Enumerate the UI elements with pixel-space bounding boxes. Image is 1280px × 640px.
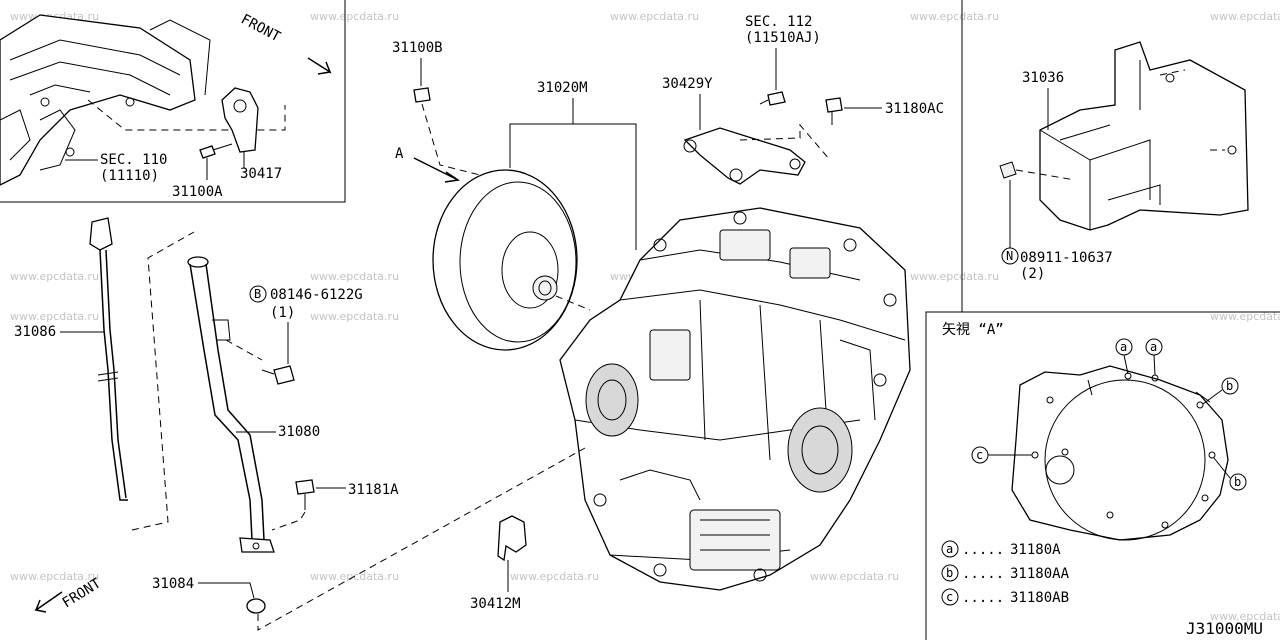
part-31020M-label: 31020M [537,80,588,96]
dipstick-31086: 31086 [14,217,195,531]
watermark: www.epcdata.ru [910,10,999,23]
bolt-08146-6122G: B 08146-6122G (1) [225,285,363,385]
sec112-code-label: (11510AJ) [745,30,821,46]
part-31180AC-label: 31180AC [885,101,944,117]
legend-dots: ..... [962,566,1004,582]
view-a-frame [925,311,1280,640]
sec110-label: SEC. 110 [100,152,167,168]
watermark: www.epcdata.ru [810,570,899,583]
part-08146-prefix: B [254,287,261,301]
c-marker-icon [941,588,959,606]
b-marker-icon [941,564,959,582]
view-a-legend: a ..... 31180A b ..... 31180AA c ..... 3… [941,540,1070,606]
watermark: www.epcdata.ru [10,570,99,583]
legend-dots: ..... [962,542,1004,558]
b-marker-icon [1229,473,1247,491]
bolt-sec112: SEC. 112 (11510AJ) [745,14,821,106]
bell-housing-view [1011,365,1229,541]
part-30417-label: 30417 [240,166,282,182]
part-08911-prefix: N [1006,249,1013,263]
watermark: www.epcdata.ru [1210,10,1280,23]
part-30412M-label: 30412M [470,596,521,612]
watermark: www.epcdata.ru [310,310,399,323]
bolt-31100A [199,143,233,159]
legend-part: 31180AA [1010,566,1070,582]
crossmember-drawing [0,14,211,186]
watermark: www.epcdata.ru [1210,610,1280,623]
view-a-title: 矢視 “A” [942,322,1004,338]
bolt-31100B: 31100B [392,40,481,176]
legend-part: 31180AB [1010,590,1069,606]
b-marker-icon [249,285,267,303]
legend-marker: b [946,566,953,580]
watermark: www.epcdata.ru [10,270,99,283]
part-08146-label: 08146-6122G [270,287,363,303]
front-label: FRONT [238,11,283,45]
transmission-case [559,207,911,591]
view-a-arrow-label: A [395,146,404,162]
a-marker-icon [941,540,959,558]
front-arrow-icon [307,57,332,75]
b-marker-icon [1221,377,1239,395]
legend-row: b ..... 31180AA [941,564,1070,582]
part-31084-label: 31084 [152,576,194,592]
front-inset-frame [0,0,346,203]
marker-c: c [976,448,983,462]
legend-dots: ..... [962,590,1004,606]
bolt-31180AC: 31180AC [825,97,944,125]
front-arrow-icon [34,591,63,613]
sec110-code-label: (11110) [100,168,159,184]
watermark: www.epcdata.ru [310,270,399,283]
part-30429Y-label: 30429Y [662,76,713,92]
stay-30429Y: 30429Y [662,76,831,185]
control-unit-31036: 31036 N 08911-10637 (2) [999,41,1249,282]
part-31036-label: 31036 [1022,70,1064,86]
marker-a: a [1150,340,1157,354]
part-08911-label: 08911-10637 [1020,250,1113,266]
marker-b: b [1234,475,1241,489]
part-31100B-label: 31100B [392,40,443,56]
o-ring-31084: 31084 [152,447,586,631]
inset-guide-line [87,99,286,131]
mount-bracket-30417 [221,87,259,153]
watermark: www.epcdata.ru [610,10,699,23]
bolt-31181A: 31181A [271,479,399,531]
legend-row: a ..... 31180A [941,540,1061,558]
view-a-arrow-icon [413,157,461,183]
view-a-panel: 矢視 “A” a a b [941,322,1247,606]
marker-a: a [1120,340,1127,354]
legend-part: 31180A [1010,542,1061,558]
sec112-label: SEC. 112 [745,14,812,30]
watermark: www.epcdata.ru [910,270,999,283]
filler-tube-31080: 31080 [187,256,320,553]
legend-marker: c [946,590,953,604]
front-inset: SEC. 110 (11110) 30417 31100A FRONT [0,11,332,200]
watermark: www.epcdata.ru [310,10,399,23]
watermark: www.epcdata.ru [10,310,99,323]
legend-row: c ..... 31180AB [941,588,1069,606]
view-a-markers: a a b b c [971,338,1247,491]
part-08911-qty: (2) [1020,266,1045,282]
watermark: www.epcdata.ru [510,570,599,583]
legend-marker: a [946,542,953,556]
watermark: www.epcdata.ru [1210,310,1280,323]
part-31086-label: 31086 [14,324,56,340]
clip-30412M: 30412M [470,515,527,612]
part-31100A-label: 31100A [172,184,223,200]
diagram-code: J31000MU [1186,619,1263,638]
part-31080-label: 31080 [278,424,320,440]
part-31181A-label: 31181A [348,482,399,498]
part-08146-qty: (1) [270,305,295,321]
torque-converter-31020M: 31020M A [395,80,637,351]
marker-b: b [1226,379,1233,393]
